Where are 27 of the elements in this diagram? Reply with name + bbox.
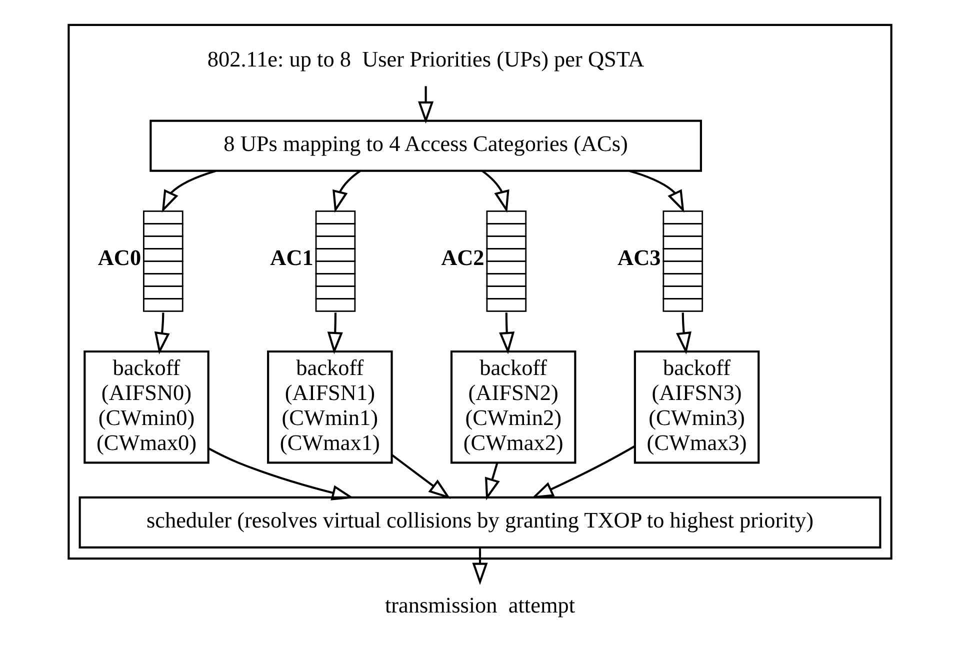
node-label: AC2 <box>440 245 484 270</box>
node-label: AC3 <box>617 245 660 270</box>
node-box: scheduler (resolves virtual collisions by granting TXOP to highest priority) <box>78 496 881 548</box>
cluster <box>67 24 892 560</box>
arrow <box>481 170 509 213</box>
arrow <box>326 312 342 354</box>
arrow <box>484 462 500 500</box>
node-text: 802.11e: up to 8 User Priorities (UPs) per QSTA <box>206 46 644 72</box>
arrow <box>498 312 514 354</box>
node-box: backoff (AIFSN1) (CWmin1) (CWmax1) <box>266 350 392 464</box>
arrow <box>161 170 216 213</box>
arrow <box>154 312 170 354</box>
node-label: AC1 <box>270 245 313 270</box>
arrow <box>676 312 691 354</box>
node-box: backoff (AIFSN0) (CWmin0) (CWmax0) <box>83 350 209 464</box>
arrow <box>472 548 488 585</box>
node-label: AC0 <box>97 245 141 270</box>
node-box: backoff (AIFSN3) (CWmin3) (CWmax3) <box>633 350 760 464</box>
arrow <box>418 86 434 124</box>
arrow <box>207 447 354 500</box>
node-box: 8 UPs mapping to 4 Access Categories (ACs) <box>149 120 702 172</box>
arrow <box>530 445 635 498</box>
arrow <box>332 170 360 213</box>
node-box: backoff (AIFSN2) (CWmin2) (CWmax2) <box>450 350 576 464</box>
node-text: transmission attempt <box>384 592 575 618</box>
arrow <box>390 454 450 500</box>
arrow <box>628 170 684 213</box>
